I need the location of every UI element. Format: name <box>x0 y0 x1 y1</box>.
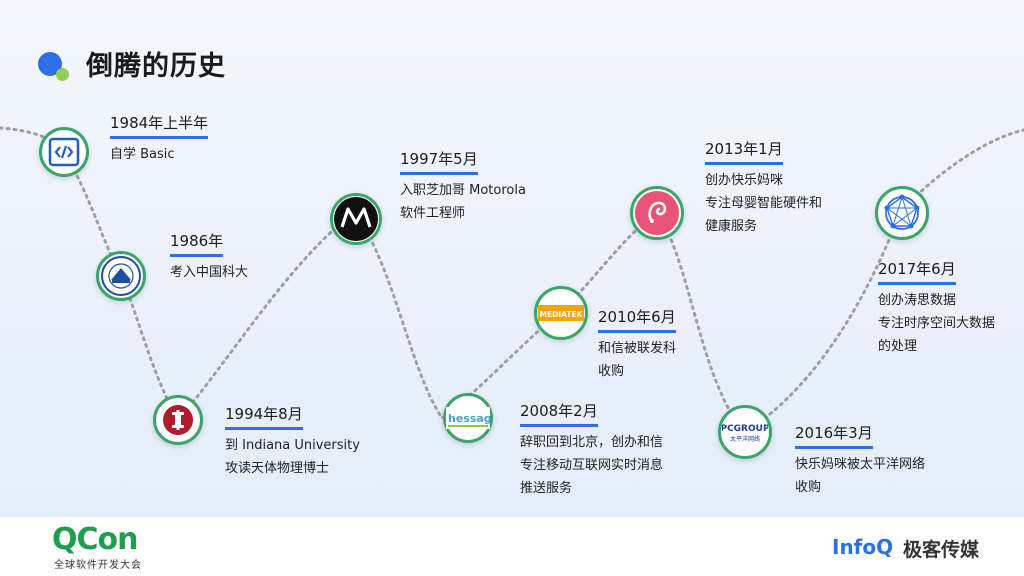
event-line: 和信被联发科 <box>598 341 677 356</box>
event-line: 辞职回到北京，创办和信 <box>520 435 664 450</box>
happy-mommy-icon <box>630 186 684 240</box>
event-description: 辞职回到北京，创办和信 专注移动互联网实时消息 推送服务 <box>520 431 663 500</box>
motorola-icon <box>330 193 382 245</box>
event-description: 和信被联发科 收购 <box>598 337 676 383</box>
event-description: 入职芝加哥 Motorola 软件工程师 <box>400 179 526 225</box>
event-line: 收购 <box>598 364 625 379</box>
event-date: 2010年6月 <box>598 306 676 333</box>
event-2013: 2013年1月 创办快乐妈咪 专注母婴智能硬件和 健康服务 <box>705 138 822 238</box>
event-1994: 1994年8月 到 Indiana University 攻读天体物理博士 <box>225 403 360 480</box>
event-line: 入职芝加哥 Motorola <box>400 183 526 198</box>
event-2008: 2008年2月 辞职回到北京，创办和信 专注移动互联网实时消息 推送服务 <box>520 400 663 500</box>
event-line: 专注母婴智能硬件和 <box>705 196 823 211</box>
event-2016: 2016年3月 快乐妈咪被太平洋网络 收购 <box>795 422 925 499</box>
code-icon <box>39 127 89 177</box>
event-line: 推送服务 <box>520 481 573 496</box>
event-description: 考入中国科大 <box>170 261 248 284</box>
event-line: 创办涛思数据 <box>878 293 957 308</box>
event-description: 创办涛思数据 专注时序空间大数据 的处理 <box>878 289 995 358</box>
event-date: 1986年 <box>170 230 224 257</box>
event-date: 2017年6月 <box>878 258 956 285</box>
event-line: 的处理 <box>878 339 918 354</box>
event-date: 1994年8月 <box>225 403 303 430</box>
event-date: 2008年2月 <box>520 400 598 427</box>
event-description: 创办快乐妈咪 专注母婴智能硬件和 健康服务 <box>705 169 822 238</box>
hessage-icon: hessage <box>443 393 493 443</box>
event-1984: 1984年上半年 自学 Basic <box>110 112 209 166</box>
footer <box>0 517 1024 576</box>
pcgroup-icon: PCGROUP 太平洋网络 <box>718 405 772 459</box>
event-1997: 1997年5月 入职芝加哥 Motorola 软件工程师 <box>400 148 526 225</box>
event-description: 自学 Basic <box>110 143 208 166</box>
event-line: 自学 Basic <box>110 147 175 162</box>
event-line: 健康服务 <box>705 219 758 234</box>
event-date: 1984年上半年 <box>110 112 209 139</box>
event-date: 1997年5月 <box>400 148 478 175</box>
pcgroup-icon-label: PCGROUP <box>722 424 768 434</box>
event-line: 收购 <box>795 480 822 495</box>
mediatek-icon-label: MEDIATEK <box>540 310 584 319</box>
event-line: 创办快乐妈咪 <box>705 173 784 188</box>
indiana-university-icon <box>153 395 203 445</box>
event-line: 软件工程师 <box>400 206 466 221</box>
hessage-icon-label: hessage <box>448 412 490 425</box>
title-bullet-accent <box>56 68 69 81</box>
qcon-logo: QCon <box>52 522 138 557</box>
event-line: 快乐妈咪被太平洋网络 <box>795 457 926 472</box>
event-description: 快乐妈咪被太平洋网络 收购 <box>795 453 925 499</box>
event-line: 考入中国科大 <box>170 265 249 280</box>
ustc-seal-icon <box>96 251 146 301</box>
taos-data-icon <box>875 186 929 240</box>
event-description: 到 Indiana University 攻读天体物理博士 <box>225 434 360 480</box>
event-line: 到 Indiana University <box>225 438 360 453</box>
infoq-logo: InfoQ <box>832 535 894 559</box>
page-title: 倒腾的历史 <box>86 51 226 82</box>
event-2010: 2010年6月 和信被联发科 收购 <box>598 306 676 383</box>
event-line: 攻读天体物理博士 <box>225 461 330 476</box>
event-date: 2013年1月 <box>705 138 783 165</box>
event-2017: 2017年6月 创办涛思数据 专注时序空间大数据 的处理 <box>878 258 995 358</box>
qcon-tagline: 全球软件开发大会 <box>54 560 142 571</box>
mediatek-icon: MEDIATEK <box>534 286 588 340</box>
pcgroup-icon-sublabel: 太平洋网络 <box>730 435 760 443</box>
event-line: 专注时序空间大数据 <box>878 316 996 331</box>
event-date: 2016年3月 <box>795 422 873 449</box>
event-1986: 1986年 考入中国科大 <box>170 230 248 284</box>
event-line: 专注移动互联网实时消息 <box>520 458 664 473</box>
infoq-brand-name: 极客传媒 <box>903 539 980 561</box>
